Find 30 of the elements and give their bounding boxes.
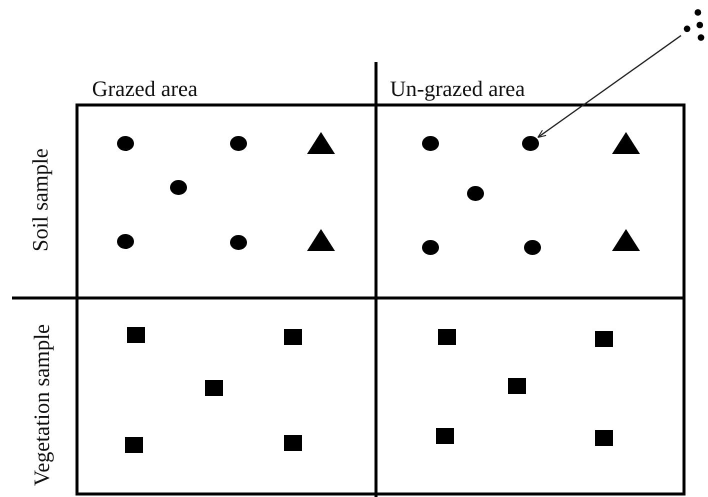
column-label: Grazed area xyxy=(92,78,198,100)
circle-marker xyxy=(116,136,134,150)
triangle-marker xyxy=(612,229,640,251)
square-marker xyxy=(125,437,143,453)
square-marker xyxy=(284,329,302,345)
triangle-marker xyxy=(307,229,335,251)
circle-marker xyxy=(170,180,186,194)
square-marker xyxy=(595,331,613,347)
column-label: Un-grazed area xyxy=(390,78,525,100)
square-marker xyxy=(205,380,223,396)
circle-marker xyxy=(230,136,246,150)
square-marker xyxy=(284,435,302,451)
triangle-marker xyxy=(307,132,335,154)
square-marker xyxy=(436,428,454,444)
arrow xyxy=(537,35,682,138)
square-marker xyxy=(438,329,456,345)
circle-marker xyxy=(524,240,540,254)
circle-marker xyxy=(230,234,246,250)
row-label: Vegetation sample xyxy=(30,324,53,486)
circle-marker xyxy=(466,186,484,200)
row-label: Soil sample xyxy=(29,148,52,252)
circle-marker xyxy=(116,234,134,248)
circle-marker xyxy=(422,136,438,150)
dot-cluster xyxy=(683,6,707,44)
triangle-marker xyxy=(612,132,640,154)
circle-marker xyxy=(422,240,438,254)
square-marker xyxy=(127,327,145,343)
circle-marker xyxy=(522,136,538,150)
square-marker xyxy=(595,430,613,446)
square-marker xyxy=(508,378,526,394)
